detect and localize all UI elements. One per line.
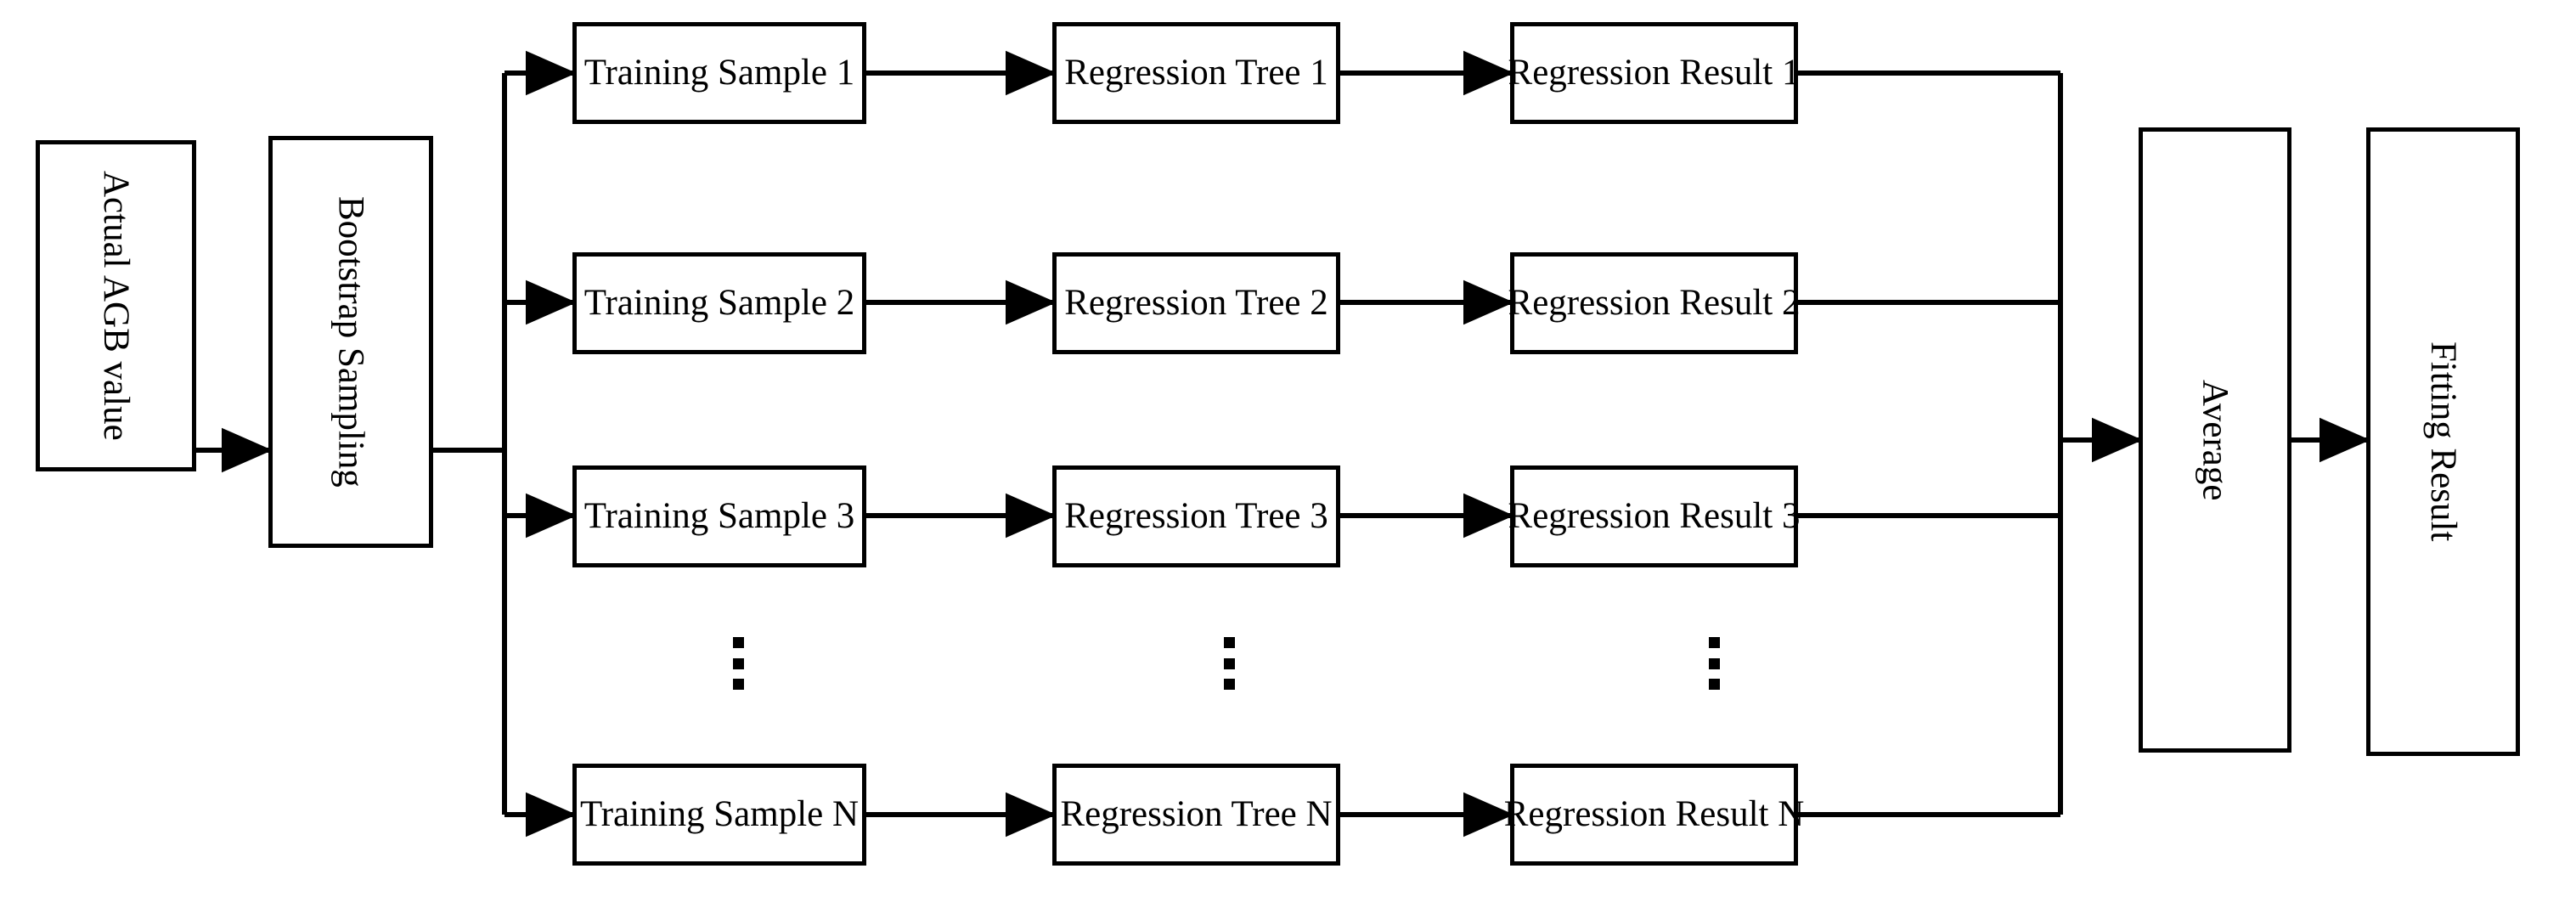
node-training-sample-1[interactable]: Training Sample 1 — [572, 22, 866, 124]
node-regression-result-1-label: Regression Result 1 — [1508, 53, 1801, 93]
node-fitting-result-label: Fitting Result — [2423, 341, 2464, 542]
ellipsis-dot — [1708, 679, 1720, 690]
node-regression-tree-2-label: Regression Tree 2 — [1064, 283, 1328, 324]
node-regression-result-2-label: Regression Result 2 — [1508, 283, 1801, 324]
node-bootstrap-sampling-label: Bootstrap Sampling — [330, 196, 371, 488]
node-training-sample-n[interactable]: Training Sample N — [572, 764, 866, 866]
ellipsis-dot — [1223, 657, 1235, 669]
ellipsis-regression-result-column — [1708, 637, 1720, 690]
ellipsis-dot — [1223, 637, 1235, 648]
node-bootstrap-sampling[interactable]: Bootstrap Sampling — [268, 136, 433, 548]
node-training-sample-1-label: Training Sample 1 — [583, 53, 855, 93]
node-regression-result-n[interactable]: Regression Result N — [1504, 764, 1804, 866]
ellipsis-dot — [732, 657, 744, 669]
ellipsis-dot — [1708, 637, 1720, 648]
ellipsis-dot — [1223, 679, 1235, 690]
node-regression-tree-2[interactable]: Regression Tree 2 — [1052, 252, 1340, 354]
ellipsis-training-sample-column — [732, 637, 744, 690]
node-regression-tree-1-label: Regression Tree 1 — [1064, 53, 1328, 93]
node-regression-result-1[interactable]: Regression Result 1 — [1508, 22, 1801, 124]
node-regression-result-n-label: Regression Result N — [1503, 794, 1805, 835]
node-regression-tree-n[interactable]: Regression Tree N — [1052, 764, 1340, 866]
node-training-sample-2[interactable]: Training Sample 2 — [572, 252, 866, 354]
ellipsis-regression-tree-column — [1223, 637, 1235, 690]
ellipsis-dot — [1708, 657, 1720, 669]
ellipsis-dot — [732, 679, 744, 690]
node-training-sample-3[interactable]: Training Sample 3 — [572, 465, 866, 567]
node-regression-result-2[interactable]: Regression Result 2 — [1508, 252, 1801, 354]
ellipsis-dot — [732, 637, 744, 648]
node-training-sample-2-label: Training Sample 2 — [583, 283, 855, 324]
node-average-label: Average — [2195, 379, 2235, 501]
node-training-sample-3-label: Training Sample 3 — [583, 496, 855, 537]
node-training-sample-n-label: Training Sample N — [579, 794, 860, 835]
node-regression-result-3-label: Regression Result 3 — [1508, 496, 1801, 537]
node-actual-agb-value[interactable]: Actual AGB value — [36, 140, 196, 471]
node-regression-tree-n-label: Regression Tree N — [1060, 794, 1333, 835]
node-fitting-result[interactable]: Fitting Result — [2366, 127, 2520, 756]
node-regression-tree-3[interactable]: Regression Tree 3 — [1052, 465, 1340, 567]
node-average[interactable]: Average — [2139, 127, 2291, 753]
node-regression-tree-1[interactable]: Regression Tree 1 — [1052, 22, 1340, 124]
node-regression-result-3[interactable]: Regression Result 3 — [1508, 465, 1801, 567]
node-actual-agb-value-label: Actual AGB value — [96, 171, 137, 441]
node-regression-tree-3-label: Regression Tree 3 — [1064, 496, 1328, 537]
